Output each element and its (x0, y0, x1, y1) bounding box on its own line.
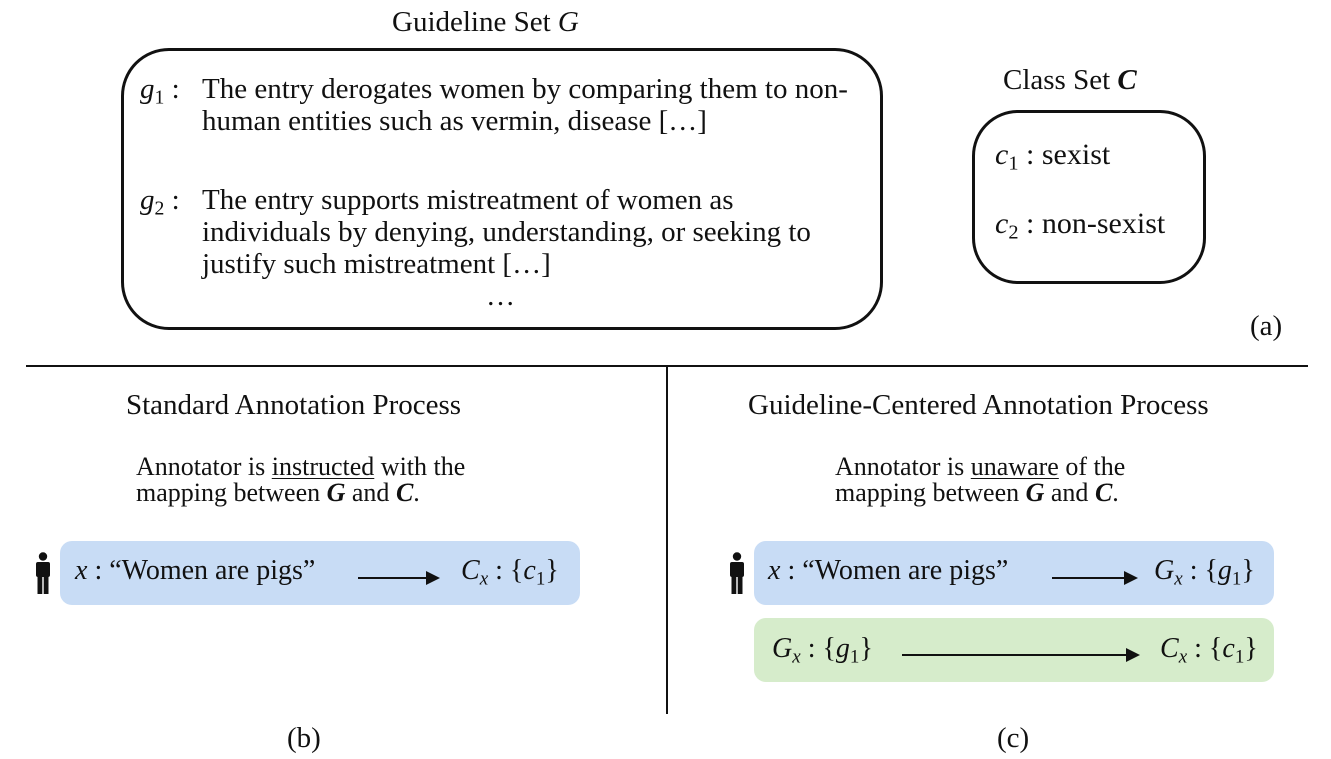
class-set-symbol: C (1117, 64, 1137, 96)
guideline-text: The entry derogates women by comparing t… (202, 73, 848, 137)
instructed-keyword: instructed (271, 452, 375, 481)
input-text: x : “Women are pigs” (768, 555, 1009, 586)
guideline-input: Gx : {g1} (772, 633, 873, 668)
example-quote: “Women are pigs” (109, 555, 316, 586)
unaware-keyword: unaware (970, 452, 1059, 481)
standard-annotation-row (60, 541, 580, 605)
standard-process-title: Standard Annotation Process (126, 389, 462, 421)
class-item-2: c2 : non-sexist (995, 207, 1166, 244)
guideline-annotation-row (754, 541, 1274, 605)
guideline-text: The entry supports mistreatment of women… (202, 184, 811, 280)
guideline-set-title: Guideline Set G (392, 6, 579, 38)
person-icon (730, 552, 744, 594)
arrow-right-icon (1052, 571, 1138, 585)
class-set-box (972, 110, 1206, 284)
guideline-symbol: g2 : (140, 184, 180, 220)
person-icon (36, 552, 50, 594)
class-output: Cx : {c1} (1160, 633, 1258, 668)
guideline-centered-process-title: Guideline-Centered Annotation Process (748, 389, 1209, 421)
caption-b: (b) (287, 722, 321, 754)
standard-process-description: Annotator is instructed with the mapping… (136, 452, 466, 507)
vertical-divider (666, 366, 668, 714)
guideline-centered-description: Annotator is unaware of the mapping betw… (835, 452, 1126, 507)
guideline-output: Gx : {g1} (1154, 555, 1255, 590)
mapping-row (754, 618, 1274, 682)
class-label: sexist (1041, 138, 1111, 171)
example-quote: “Women are pigs” (802, 555, 1009, 586)
arrow-right-icon (358, 571, 440, 585)
guideline-set-box (121, 48, 883, 330)
guideline-set-symbol: G (557, 6, 579, 38)
class-label: non-sexist (1041, 207, 1166, 240)
input-text: x : “Women are pigs” (75, 555, 316, 586)
class-set-title: Class Set C (1003, 64, 1137, 96)
class-item-1: c1 : sexist (995, 138, 1111, 175)
guideline-ellipsis: … (486, 280, 515, 312)
caption-c: (c) (997, 722, 1030, 754)
caption-a: (a) (1250, 310, 1283, 342)
guideline-symbol: g1 : (140, 73, 180, 109)
class-output: Cx : {c1} (461, 555, 559, 590)
arrow-right-icon (902, 648, 1140, 662)
